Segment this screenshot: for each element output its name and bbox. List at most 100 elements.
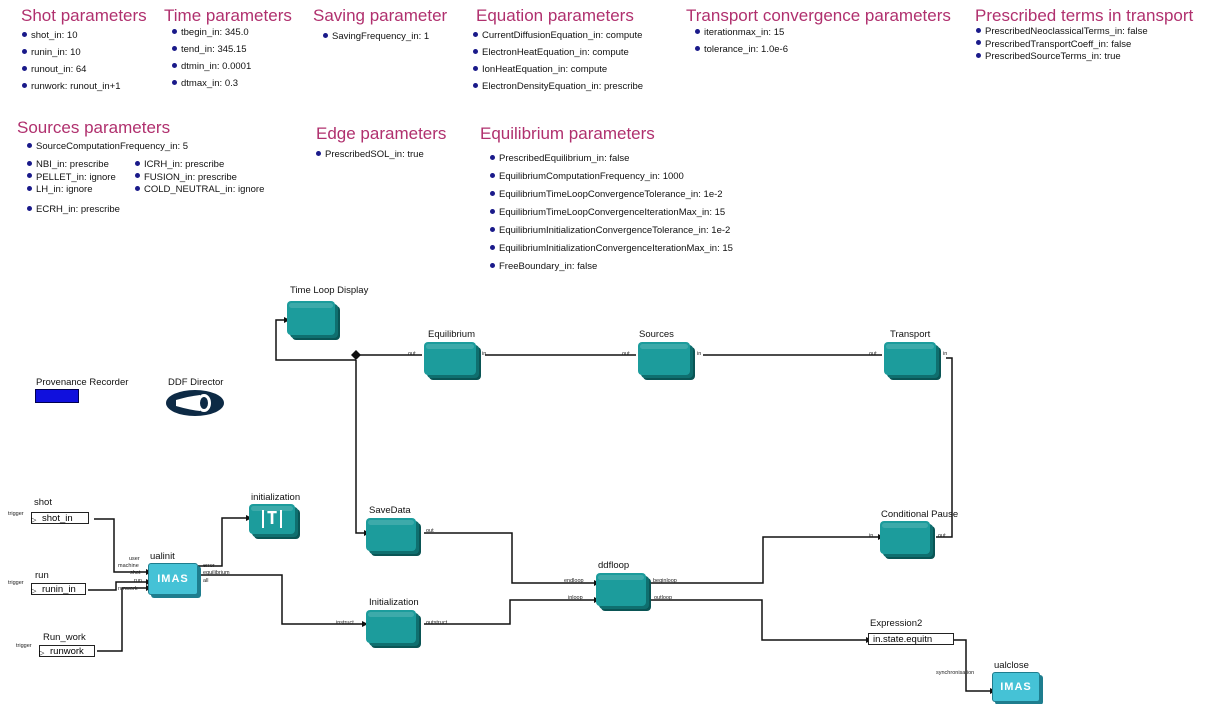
param-item[interactable]: tbegin_in: 345.0 <box>172 24 251 41</box>
provenance-recorder-block[interactable] <box>35 389 79 403</box>
bullet-icon <box>695 28 700 34</box>
time-loop-display-actor[interactable] <box>287 301 335 335</box>
bullet-icon <box>490 262 495 268</box>
bullet-icon <box>22 65 27 71</box>
time-parameters-title: Time parameters <box>164 6 292 25</box>
runwork-input-label: Run_work <box>43 632 86 643</box>
savedata-actor[interactable] <box>366 518 416 551</box>
initialization-display-actor[interactable]: T <box>249 504 295 534</box>
sources-actor[interactable] <box>638 342 690 375</box>
param-item[interactable]: EquilibriumTimeLoopConvergenceTolerance_… <box>490 186 733 204</box>
param-item[interactable]: FUSION_in: prescribe <box>135 172 264 185</box>
imas-logo: IMAS <box>157 573 189 585</box>
param-item[interactable]: PELLET_in: ignore <box>27 172 116 185</box>
bullet-icon <box>22 82 27 88</box>
bullet-icon <box>27 205 32 211</box>
param-item[interactable]: SourceComputationFrequency_in: 5 <box>27 141 188 154</box>
bullet-icon <box>22 48 27 54</box>
runwork-input-box[interactable]: ▷ runwork <box>39 645 95 657</box>
shot-parameters-title: Shot parameters <box>21 6 147 25</box>
expression-box[interactable]: in.state.equitn <box>868 633 954 645</box>
ddfloop-actor[interactable] <box>596 573 646 606</box>
param-item[interactable]: ICRH_in: prescribe <box>135 159 264 172</box>
port-endloop: endloop <box>564 578 584 584</box>
port-machine: machine <box>118 563 139 569</box>
ualinit-label: ualinit <box>150 551 175 562</box>
param-item[interactable]: ElectronDensityEquation_in: prescribe <box>473 78 643 95</box>
shot-parameters-list: shot_in: 10 runin_in: 10 runout_in: 64 r… <box>22 27 121 95</box>
param-item[interactable]: LH_in: ignore <box>27 184 116 197</box>
transport-convergence-list: iterationmax_in: 15 tolerance_in: 1.0e-6 <box>695 24 788 58</box>
conditional-pause-actor[interactable] <box>880 521 930 554</box>
param-item[interactable]: PrescribedSOL_in: true <box>316 146 424 163</box>
param-item[interactable]: ECRH_in: prescribe <box>27 201 120 218</box>
port-trigger: trigger <box>8 511 24 517</box>
port-in: in <box>943 351 948 357</box>
imas-logo: IMAS <box>1000 681 1032 693</box>
ddf-director-icon[interactable] <box>164 388 226 418</box>
param-item[interactable]: IonHeatEquation_in: compute <box>473 61 643 78</box>
param-item[interactable]: COLD_NEUTRAL_in: ignore <box>135 184 264 197</box>
equilibrium-parameters-title: Equilibrium parameters <box>480 124 655 143</box>
equilibrium-actor[interactable] <box>424 342 476 375</box>
param-item[interactable]: FreeBoundary_in: false <box>490 258 733 276</box>
port-equilibrium: equilibrium <box>203 570 230 576</box>
relation-diamond[interactable] <box>351 350 361 360</box>
shot-input-box[interactable]: ▷ shot_in <box>31 512 89 524</box>
param-item[interactable]: NBI_in: prescribe <box>27 159 116 172</box>
ddfloop-label: ddfloop <box>598 560 630 571</box>
port-shot: shot <box>130 570 141 576</box>
sources-parameters-title: Sources parameters <box>17 118 171 137</box>
param-item[interactable]: PrescribedTransportCoeff_in: false <box>976 39 1148 52</box>
sources-parameters-list: SourceComputationFrequency_in: 5 <box>27 141 188 154</box>
bullet-icon <box>473 82 478 88</box>
param-item[interactable]: dtmax_in: 0.3 <box>172 75 251 92</box>
param-item[interactable]: PrescribedSourceTerms_in: true <box>976 51 1148 64</box>
bullet-icon <box>490 154 495 160</box>
param-item[interactable]: EquilibriumComputationFrequency_in: 1000 <box>490 168 733 186</box>
param-item[interactable]: runout_in: 64 <box>22 61 121 78</box>
bullet-icon <box>490 244 495 250</box>
param-item[interactable]: EquilibriumInitializationConvergenceIter… <box>490 240 733 258</box>
param-item[interactable]: CurrentDiffusionEquation_in: compute <box>473 27 643 44</box>
run-input-box[interactable]: ▷ runin_in <box>31 583 86 595</box>
bullet-icon <box>473 65 478 71</box>
initialization-actor[interactable] <box>366 610 416 643</box>
bullet-icon <box>27 160 32 166</box>
ualinit-actor[interactable]: IMAS <box>148 563 198 595</box>
sources-col1: NBI_in: prescribe PELLET_in: ignore LH_i… <box>27 159 116 197</box>
port-error: error <box>203 563 215 569</box>
sources-label: Sources <box>639 329 674 340</box>
param-item[interactable]: EquilibriumTimeLoopConvergenceIterationM… <box>490 204 733 222</box>
savedata-label: SaveData <box>369 505 411 516</box>
bullet-icon <box>473 31 478 37</box>
param-item[interactable]: PrescribedNeoclassicalTerms_in: false <box>976 26 1148 39</box>
port-inloop: inloop <box>568 595 583 601</box>
port-in: in <box>482 351 487 357</box>
param-item[interactable]: iterationmax_in: 15 <box>695 24 788 41</box>
param-item[interactable]: ElectronHeatEquation_in: compute <box>473 44 643 61</box>
ualclose-label: ualclose <box>994 660 1029 671</box>
param-item[interactable]: runwork: runout_in+1 <box>22 78 121 95</box>
trigger-arrow-icon: ▷ <box>39 650 45 657</box>
param-item[interactable]: dtmin_in: 0.0001 <box>172 58 251 75</box>
param-item[interactable]: SavingFrequency_in: 1 <box>323 28 429 45</box>
prescribed-terms-list: PrescribedNeoclassicalTerms_in: false Pr… <box>976 26 1148 64</box>
initialization-actor-label: Initialization <box>369 597 419 608</box>
ualclose-actor[interactable]: IMAS <box>992 672 1040 702</box>
param-item[interactable]: runin_in: 10 <box>22 44 121 61</box>
transport-actor[interactable] <box>884 342 936 375</box>
edge-parameters-title: Edge parameters <box>316 124 447 143</box>
saving-parameter-list: SavingFrequency_in: 1 <box>323 28 429 45</box>
sources-col2: ICRH_in: prescribe FUSION_in: prescribe … <box>135 159 264 197</box>
bullet-icon <box>135 160 140 166</box>
param-item[interactable]: tolerance_in: 1.0e-6 <box>695 41 788 58</box>
bullet-icon <box>976 40 981 46</box>
bullet-icon <box>135 185 140 191</box>
param-item[interactable]: shot_in: 10 <box>22 27 121 44</box>
param-item[interactable]: EquilibriumInitializationConvergenceTole… <box>490 222 733 240</box>
param-item[interactable]: tend_in: 345.15 <box>172 41 251 58</box>
param-item[interactable]: PrescribedEquilibrium_in: false <box>490 150 733 168</box>
run-input-label: run <box>35 570 49 581</box>
